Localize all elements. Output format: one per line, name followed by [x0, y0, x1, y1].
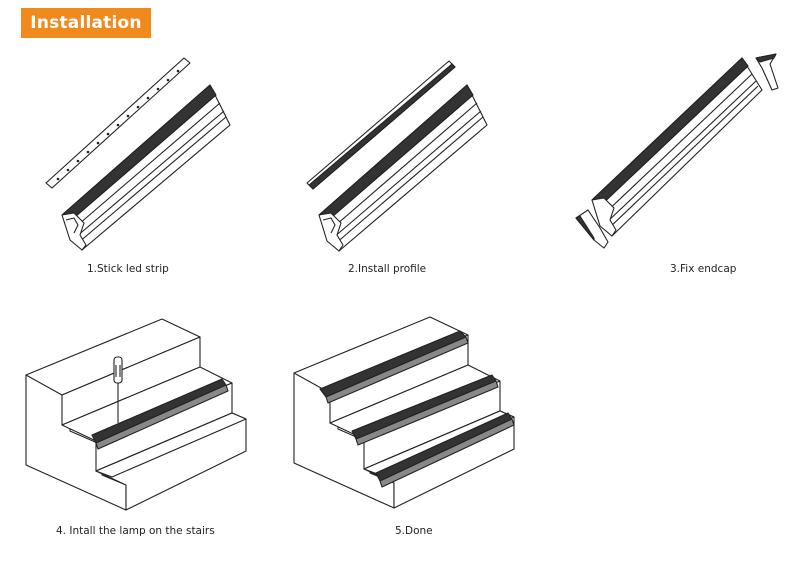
installed-lamp: [91, 378, 229, 450]
step-3-caption: 3.Fix endcap: [670, 263, 737, 275]
lamp-top: [319, 330, 469, 404]
stairs-with-screwdriver-drawing: [25, 318, 247, 511]
profile-with-endcaps-drawing: [575, 53, 779, 249]
step-5-illustration: [290, 313, 520, 518]
step-4-illustration: [22, 315, 252, 520]
step-1-caption: 1.Stick led strip: [87, 263, 169, 275]
led-dots: [56, 69, 180, 181]
step-1-illustration: [40, 55, 240, 255]
step-3-illustration: [570, 50, 790, 260]
lamp-middle: [351, 374, 499, 446]
screwdriver-icon: [113, 356, 123, 423]
stairs-with-lamps-drawing: [293, 316, 515, 509]
step-4-caption: 4. Intall the lamp on the stairs: [56, 525, 215, 537]
section-title-badge: Installation: [21, 8, 151, 38]
lamp-bottom: [375, 412, 515, 488]
led-strip-and-profile-drawing: [45, 57, 231, 251]
section-title: Installation: [30, 13, 142, 33]
step-5-caption: 5.Done: [395, 525, 433, 537]
step-2-illustration: [295, 55, 495, 255]
profile-and-diffuser-drawing: [306, 60, 488, 252]
endcap-left: [575, 209, 609, 249]
step-2-caption: 2.Install profile: [348, 263, 427, 275]
endcap-right: [755, 53, 779, 91]
